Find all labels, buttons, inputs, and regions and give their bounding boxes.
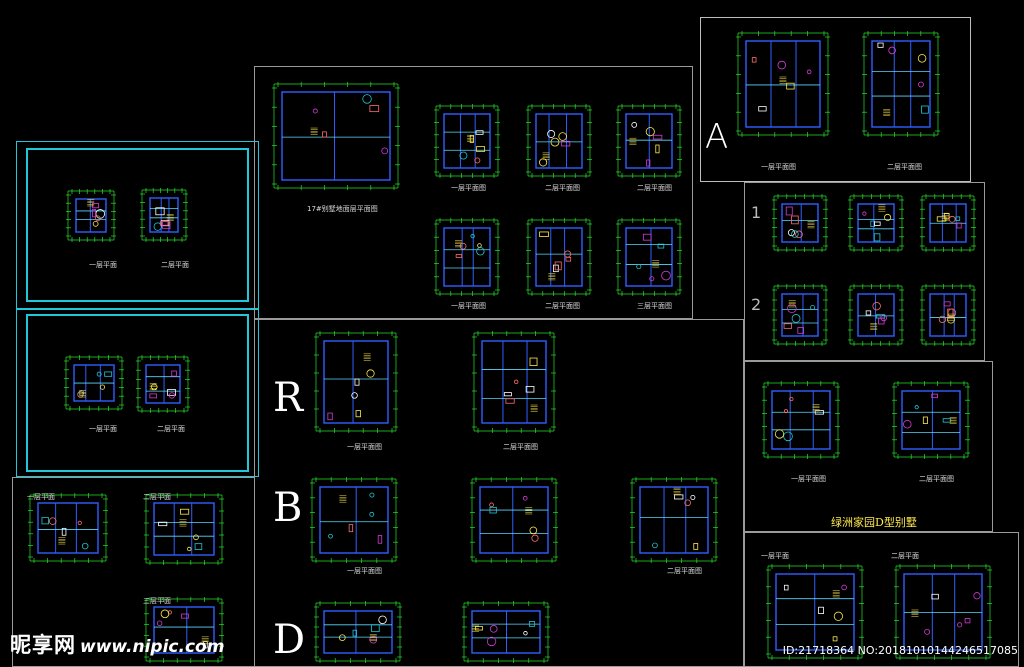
caption: 二层平面 [161,261,189,269]
caption: 一层平面 [89,425,117,433]
floor-plan-drawing [848,284,904,346]
floor-plan-drawing [314,331,398,433]
floor-plan-drawing [144,597,224,663]
section-letter: D [273,617,306,663]
floor-plan-drawing [772,194,828,252]
floor-plan-drawing [144,493,224,565]
floor-plan-drawing [434,218,500,296]
sheet-title: 17#别墅地面层平面图 [307,205,378,213]
row-number: 2 [751,295,762,314]
watermark-brand: 昵享网 [10,633,76,657]
caption: 一层平面 [761,552,789,560]
right-mid-sheet: 一层平面图 二层平面图 绿洲家园D型别墅 [744,361,993,532]
center-sheet: R B D 一层平面图 二层平面图 一层平面图 二层平面图 [254,319,744,667]
caption: 一层平面图 [451,302,486,310]
floor-plan-drawing [616,218,682,296]
sheet-title: 绿洲家园D型别墅 [831,516,917,529]
floor-plan-drawing [920,194,976,252]
right-bottom-sheet: 一层平面 二层平面 [744,532,1019,667]
caption: 三层平面 [143,597,171,605]
floor-plan-drawing [470,477,558,563]
floor-plan-drawing [894,564,992,660]
caption: 一层平面图 [761,163,796,171]
caption: 二层平面图 [503,443,538,451]
floor-plan-drawing [920,284,976,346]
caption: 一层平面图 [791,475,826,483]
caption: 一层平面图 [451,184,486,192]
floor-plan-drawing [762,381,840,459]
floor-plan-drawing [136,355,190,413]
section-letter: R [273,375,304,421]
caption: 二层平面 [891,552,919,560]
floor-plan-drawing [66,189,116,242]
sheet-a: A 一层平面图 二层平面图 [700,17,971,182]
watermark-site: www.nipic.com [80,637,225,657]
floor-plan-drawing [64,355,124,411]
caption: 二层平面图 [667,567,702,575]
floor-plan-drawing [314,601,402,663]
caption: 二层平面图 [545,302,580,310]
caption: 一层平面图 [347,443,382,451]
caption: 二层平面 [143,493,171,501]
floor-plan-drawing [630,477,718,563]
caption: 一层平面 [27,493,55,501]
floor-plan-drawing [616,104,682,178]
floor-plan-drawing [766,564,864,660]
floor-plan-drawing [272,82,400,190]
caption: 二层平面图 [887,163,922,171]
caption: 一层平面图 [347,567,382,575]
floor-plan-drawing [526,218,592,296]
left-sheet-1: 一层平面 二层平面 [16,141,259,309]
left-sheet-3: 一层平面 二层平面 三层平面 [12,477,255,667]
floor-plan-drawing [736,31,830,137]
caption: 二层平面图 [545,184,580,192]
floor-plan-drawing [892,381,970,459]
floor-plan-drawing [862,31,940,137]
row-number: 1 [751,203,762,222]
floor-plan-drawing [848,194,904,252]
floor-plan-drawing [462,601,550,663]
top-center-sheet: 17#别墅地面层平面图 一层平面图 二层平面图 二层平面图 一层平面图 二层平面… [254,66,693,319]
caption: 一层平面 [89,261,117,269]
caption: 二层平面 [157,425,185,433]
left-sheet-2: 一层平面 二层平面 [16,309,259,477]
section-letter: B [273,485,303,531]
watermark-id: ID:21718364 NO:20181010144246517085 [782,644,1018,657]
floor-plan-drawing [140,188,188,242]
floor-plan-drawing [526,104,592,178]
floor-plan-drawing [434,104,500,178]
floor-plan-drawing [28,493,108,563]
floor-plan-drawing [310,477,398,563]
caption: 三层平面图 [637,302,672,310]
caption: 二层平面图 [637,184,672,192]
section-letter: A [705,117,729,157]
caption: 二层平面图 [919,475,954,483]
floor-plan-drawing [772,284,828,346]
floor-plan-drawing [472,331,556,433]
numbered-sheet: 1 2 [744,182,985,361]
